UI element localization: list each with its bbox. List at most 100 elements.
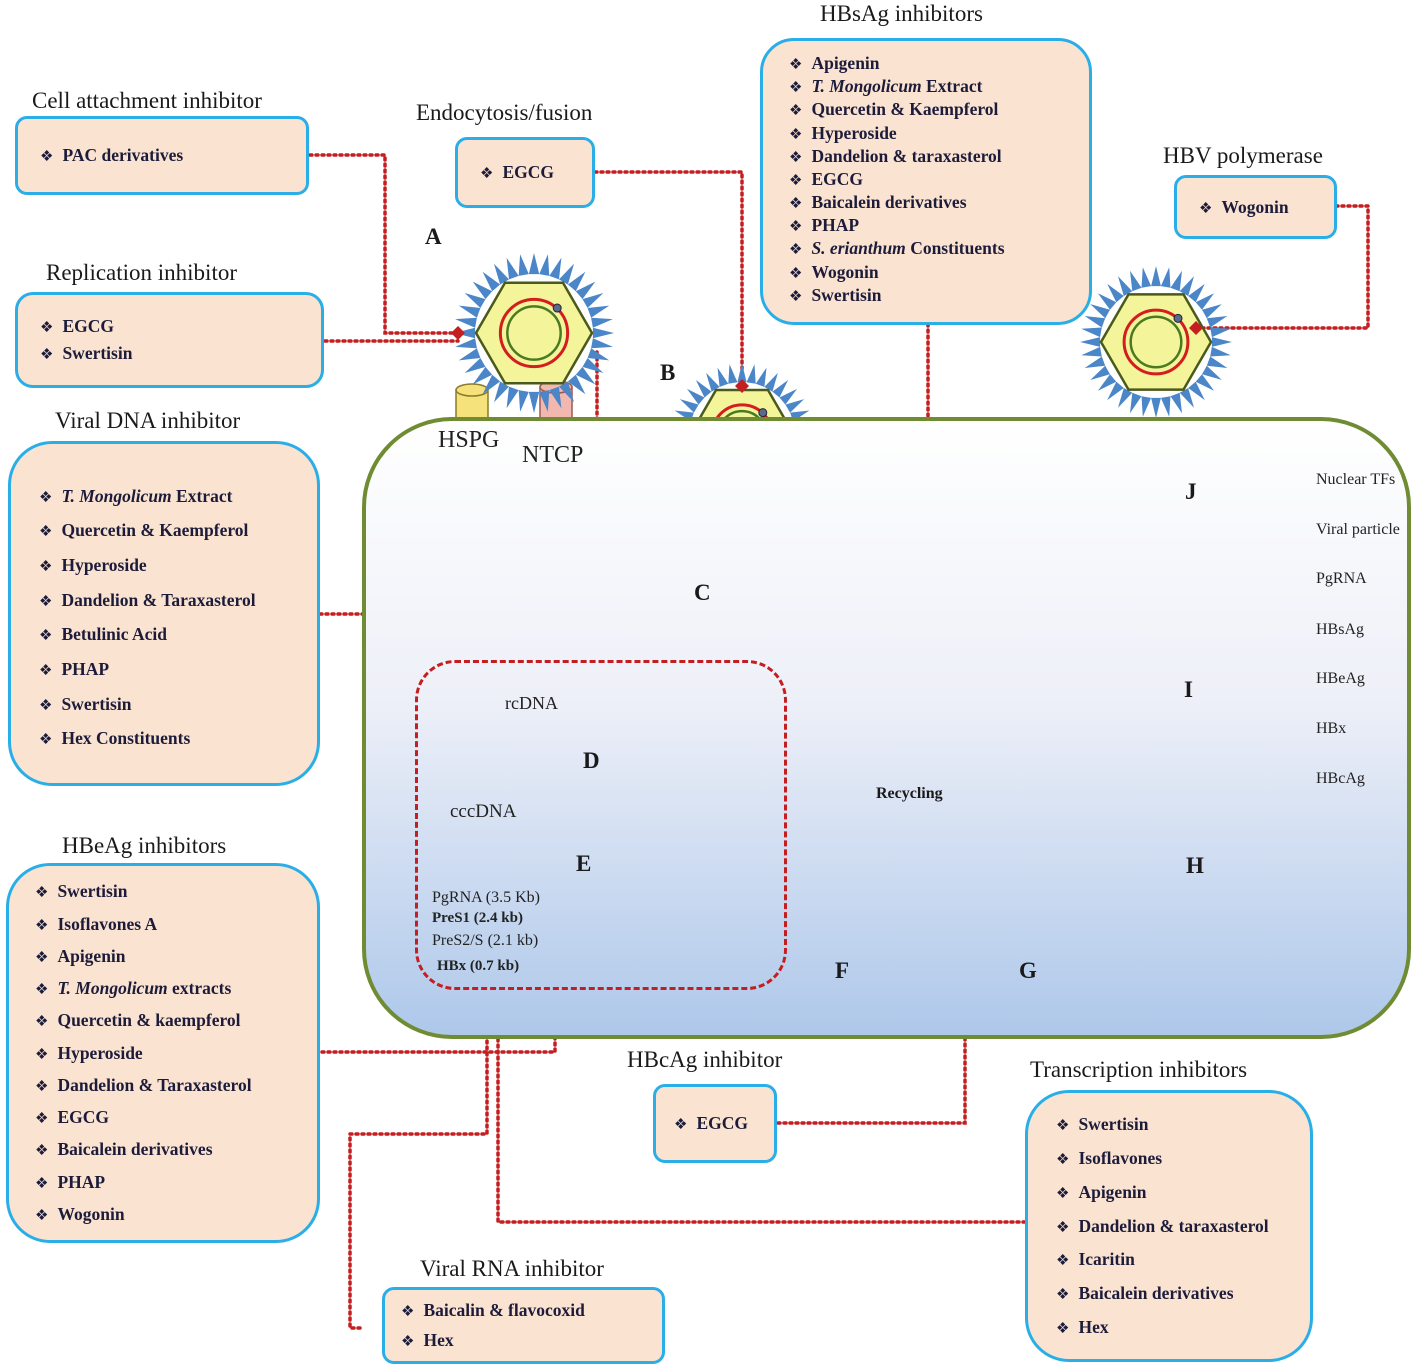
surface-spike <box>1179 276 1194 296</box>
surface-spike <box>695 380 712 398</box>
step-label-j: J <box>1185 479 1197 504</box>
replication-box: EGCGSwertisin <box>15 292 324 388</box>
surface-spike <box>1118 388 1133 408</box>
step-label-f: F <box>835 958 850 983</box>
surface-spike <box>458 305 481 318</box>
ntcp-receptor-label: NTCP <box>522 442 584 468</box>
virion-attaching <box>474 281 594 385</box>
surface-spike <box>1141 267 1152 288</box>
surface-spike <box>1090 304 1110 319</box>
surface-spike <box>737 363 747 383</box>
surface-spike <box>1130 270 1142 292</box>
surface-spike <box>706 372 720 392</box>
surface-spike <box>575 281 596 300</box>
inhibitor-item: Dandelion & Taraxasterol <box>35 1075 309 1096</box>
transcription-title: Transcription inhibitors <box>1030 1057 1248 1082</box>
inhibitor-item: Icaritin <box>1056 1249 1302 1270</box>
legend-nuclear-tfs: Nuclear TFs <box>1316 471 1396 488</box>
surface-spike <box>582 358 604 373</box>
surface-spike <box>482 271 501 292</box>
surface-spike <box>549 386 562 409</box>
surface-spike <box>1170 270 1182 292</box>
endocytosis-block-marker <box>735 379 749 393</box>
polymerase-connector <box>1196 204 1370 330</box>
pres1-transcript-label: PreS1 (2.4 kb) <box>432 910 523 926</box>
surface-spike <box>464 358 486 373</box>
surface-spike <box>518 390 529 412</box>
surface-spike <box>494 381 509 403</box>
inhibitor-item: PHAP <box>39 659 309 680</box>
hbcag-box: EGCG <box>653 1084 777 1163</box>
surface-spike <box>1206 356 1228 368</box>
surface-spike <box>506 386 519 409</box>
step-label-d: D <box>583 748 600 773</box>
inhibitor-item: Quercetin & Kaempferol <box>789 99 1081 120</box>
surface-spike <box>592 327 614 339</box>
surface-spike <box>1130 392 1142 414</box>
step-label-b: B <box>660 360 676 385</box>
surface-spike <box>591 317 613 328</box>
inhibitor-item: Swertisin <box>40 343 313 364</box>
host-cell-membrane <box>362 417 1411 1039</box>
inhibitor-item: Dandelion & Taraxasterol <box>39 590 309 611</box>
surface-spike <box>1151 266 1161 287</box>
surface-spike <box>567 374 586 395</box>
surface-spike <box>1107 381 1124 401</box>
surface-spike <box>1188 381 1205 401</box>
virion-released-shell <box>1099 293 1213 391</box>
surface-spike <box>494 263 509 285</box>
polymerase-box: Wogonin <box>1174 175 1337 239</box>
virion-attaching-dna-inner <box>506 305 562 361</box>
viral-dna-title: Viral DNA inhibitor <box>55 408 241 433</box>
surface-spike <box>764 372 778 392</box>
virion-released-envelope <box>1080 266 1232 418</box>
surface-spike <box>549 257 562 280</box>
surface-spike <box>559 381 574 403</box>
inhibitor-item: PHAP <box>35 1172 309 1193</box>
surface-spike <box>1080 337 1101 347</box>
virion-attaching-dna-outer <box>498 297 570 369</box>
inhibitor-item: Quercetin & Kaempferol <box>39 520 309 541</box>
inhibitor-item: EGCG <box>480 162 584 183</box>
inhibitor-item: Swertisin <box>1056 1114 1302 1135</box>
virion-attaching-shell <box>474 281 594 385</box>
surface-spike <box>1084 316 1106 328</box>
surface-spike <box>559 263 574 285</box>
surface-spike <box>1141 396 1152 417</box>
polymerase-block-marker <box>1189 321 1203 335</box>
step-label-i: I <box>1184 677 1193 702</box>
legend-viral-particle: Viral particle <box>1316 521 1400 538</box>
virion-endocytosed-polymerase-dot <box>758 408 768 418</box>
step-label-a: A <box>425 224 442 249</box>
inhibitor-item: Apigenin <box>789 53 1081 74</box>
viral-rna-title: Viral RNA inhibitor <box>420 1256 604 1281</box>
viral-rna-connector <box>348 998 489 1330</box>
surface-spike <box>518 254 529 276</box>
inhibitor-item: Hyperoside <box>35 1043 309 1064</box>
surface-spike <box>1179 388 1194 408</box>
virion-released-polymerase-dot <box>1173 313 1183 323</box>
inhibitor-item: Hyperoside <box>789 123 1081 144</box>
inhibitor-item: Baicalein derivatives <box>789 192 1081 213</box>
nucleus-boundary <box>415 660 787 990</box>
inhibitor-item: Swertisin <box>35 881 309 902</box>
inhibitor-item: S. erianthum Constituents <box>789 238 1081 259</box>
inhibitor-item: Apigenin <box>35 946 309 967</box>
surface-spike <box>1188 283 1205 303</box>
inhibitor-item: Dandelion & taraxasterol <box>789 146 1081 167</box>
surface-spike <box>472 281 493 300</box>
surface-spike <box>687 388 705 405</box>
hbx-transcript-label: HBx (0.7 kb) <box>437 958 520 974</box>
inhibitor-item: Betulinic Acid <box>39 624 309 645</box>
inhibitor-item: Hex Constituents <box>39 728 309 749</box>
surface-spike <box>464 293 486 308</box>
surface-spike <box>785 399 805 413</box>
surface-spike <box>1202 365 1222 380</box>
step-label-e: E <box>576 851 592 876</box>
surface-spike <box>472 366 493 385</box>
inhibitor-item: Dandelion & taraxasterol <box>1056 1216 1302 1237</box>
surface-spike <box>1206 316 1228 328</box>
hbsag-title: HBsAg inhibitors <box>820 1 983 26</box>
inhibitor-item: EGCG <box>674 1113 766 1134</box>
viral-rna-box: Baicalin & flavocoxidHex <box>382 1287 665 1364</box>
